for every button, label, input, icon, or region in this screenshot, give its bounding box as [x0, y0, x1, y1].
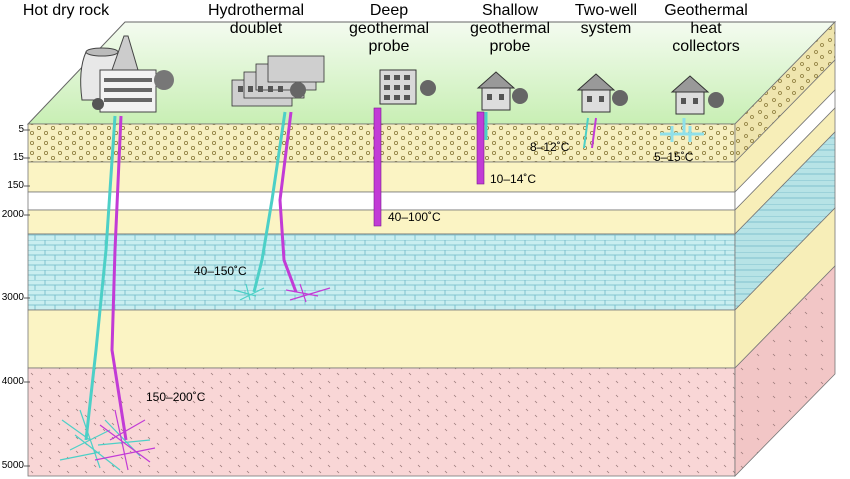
depth-label-150: 150: [7, 180, 24, 191]
house-icon-two-well: [576, 73, 628, 113]
temp-label-hydrothermal-doublet: 40–150˚C: [194, 264, 247, 278]
temp-label-shallow-probe: 10–14˚C: [490, 172, 537, 186]
house-icon-shallow-probe: [476, 71, 528, 111]
temp-label-heat-collectors: 5–15˚C: [654, 150, 694, 164]
temp-label-hot-dry-rock: 150–200˚C: [146, 390, 206, 404]
system-title-shallow-probe: Shallow geothermal probe: [469, 2, 551, 55]
hot-dry-rock-wells: [84, 115, 128, 441]
side-face-layers: [734, 21, 836, 477]
temp-label-deep-probe: 40–100˚C: [388, 210, 441, 224]
system-title-deep-probe: Deep geothermal probe: [348, 2, 430, 55]
temp-label-two-well: 8–12˚C: [530, 140, 570, 154]
front-face-layers: [27, 123, 736, 477]
power-plant-icon: [80, 35, 174, 113]
system-title-two-well: Two-well system: [574, 2, 638, 37]
two-well-pipes: [583, 117, 597, 149]
doublet-fractures: [233, 283, 331, 303]
house-icon-heat-collectors: [670, 75, 724, 115]
depth-label-5: 5: [18, 124, 24, 135]
depth-label-2000: 2000: [1, 209, 24, 220]
depth-label-5000: 5000: [1, 460, 24, 471]
depth-label-3000: 3000: [1, 292, 24, 303]
hot-dry-rock-fractures: [59, 409, 156, 471]
system-title-hydrothermal-doublet: Hydrothermal doublet: [207, 2, 305, 37]
doublet-wells: [252, 111, 298, 293]
deep-probe-pipe: [373, 107, 382, 227]
office-building-icon: [379, 69, 436, 105]
system-title-heat-collectors: Geothermal heat collectors: [664, 2, 748, 55]
depth-ticks: [24, 129, 30, 467]
shallow-probe-pipe: [476, 111, 485, 185]
system-title-hot-dry-rock: Hot dry rock: [22, 2, 110, 19]
depth-label-15: 15: [12, 152, 24, 163]
depth-label-4000: 4000: [1, 376, 24, 387]
apartment-buildings-icon: [231, 55, 325, 107]
heat-collector-pipes: [660, 118, 704, 142]
